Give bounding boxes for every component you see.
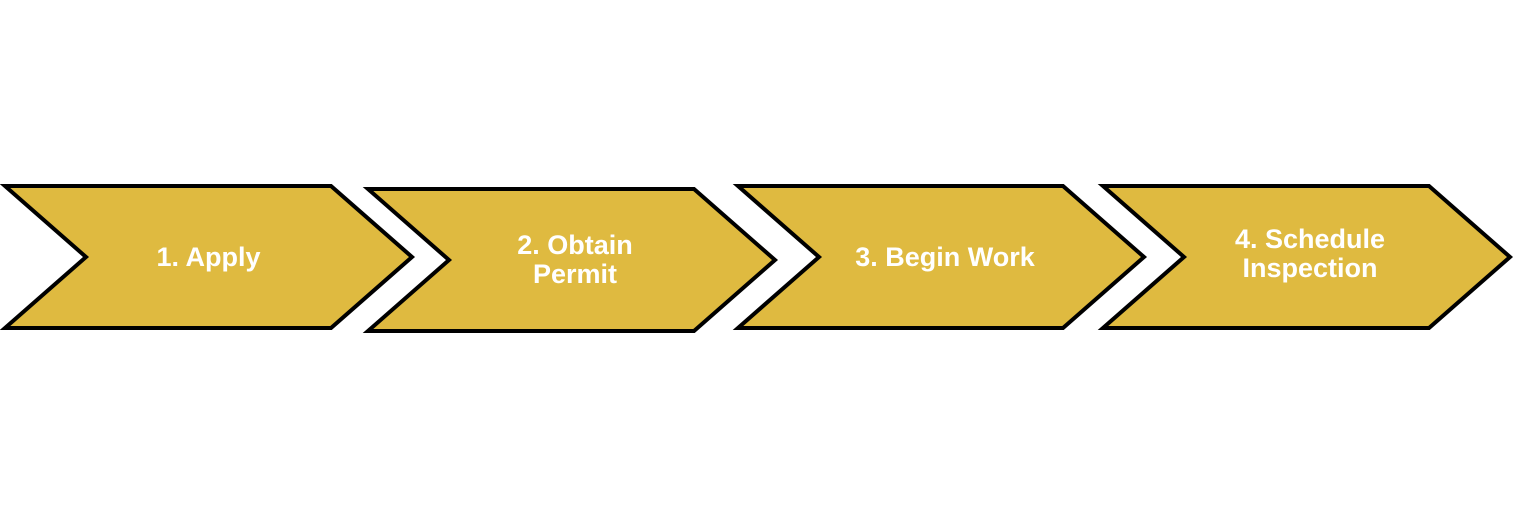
chevron-step-3: [732, 184, 1148, 330]
chevron-step-4: [1097, 184, 1514, 330]
step-4-label: 4. Schedule Inspection: [1234, 224, 1386, 283]
chevron-step-1: [0, 184, 416, 330]
chevron-step-2: [362, 187, 779, 333]
step-3-label: 3. Begin Work: [855, 241, 1035, 272]
step-2-label: 2. Obtain Permit: [517, 230, 633, 289]
step-1-label: 1. Apply: [156, 241, 261, 272]
